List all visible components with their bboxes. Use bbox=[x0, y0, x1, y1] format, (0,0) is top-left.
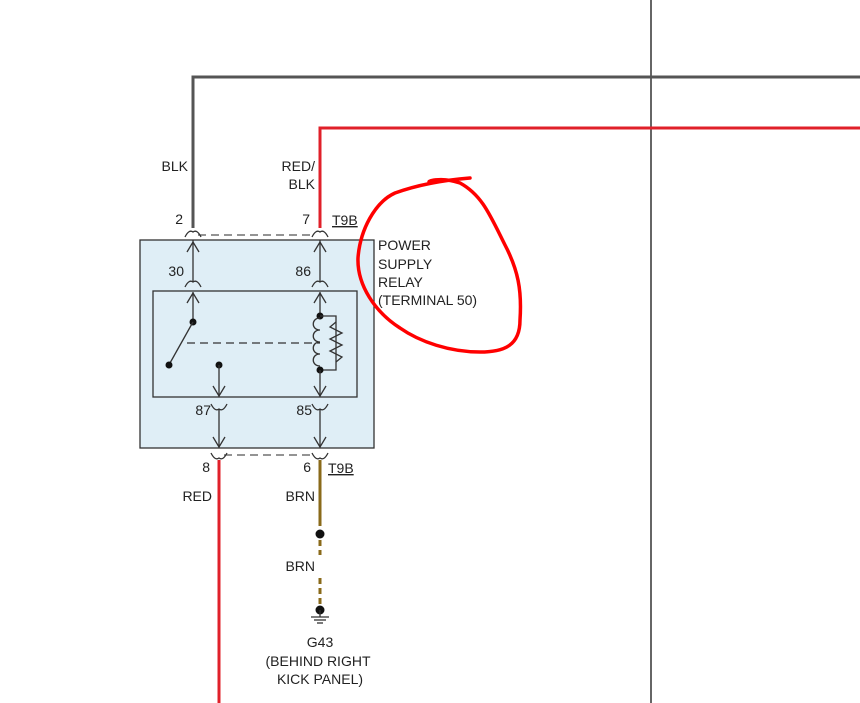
terminal-30-cap bbox=[184, 280, 202, 288]
pin-30-label: 30 bbox=[168, 263, 184, 279]
redblk-wire-label-1: RED/ bbox=[282, 158, 316, 174]
coil-winding bbox=[312, 317, 321, 367]
terminal-87-arrow-lower bbox=[212, 436, 226, 449]
terminal-86-arrow-top bbox=[313, 240, 327, 253]
ground-location-2: KICK PANEL) bbox=[277, 671, 363, 687]
brn-wire-label-lower: BRN bbox=[285, 558, 315, 574]
terminal-85-arrow-lower bbox=[313, 436, 327, 449]
bottom-connector-label: T9B bbox=[328, 460, 354, 476]
relay-title-1: POWER bbox=[378, 237, 431, 253]
ground-id-label: G43 bbox=[307, 634, 334, 650]
pin-2-cap bbox=[184, 230, 202, 238]
pin-6-label: 6 bbox=[303, 459, 311, 475]
blk-wire-label: BLK bbox=[162, 158, 189, 174]
terminal-87-arrow bbox=[212, 385, 226, 398]
top-connector-label: T9B bbox=[332, 212, 358, 228]
pin-8-label: 8 bbox=[202, 459, 210, 475]
blk-wire bbox=[191, 75, 860, 228]
red-wire-label: RED bbox=[182, 488, 212, 504]
pin-6-cap bbox=[311, 452, 329, 460]
relay-title-3: RELAY bbox=[378, 274, 424, 290]
pin-87-label: 87 bbox=[195, 402, 211, 418]
pin-7-label: 7 bbox=[302, 211, 310, 227]
terminal-30-arrow-inner bbox=[186, 291, 200, 304]
coil-resistor-zigzag bbox=[328, 321, 344, 363]
red-annotation-circle bbox=[356, 176, 523, 354]
switch-contact bbox=[165, 361, 173, 369]
relay-title-2: SUPPLY bbox=[378, 256, 433, 272]
ground-location-1: (BEHIND RIGHT bbox=[266, 653, 371, 669]
pin-2-label: 2 bbox=[175, 211, 183, 227]
terminal-30-arrow-top bbox=[186, 240, 200, 253]
relay-title-4: (TERMINAL 50) bbox=[378, 292, 477, 308]
coil-resistor-bracket bbox=[320, 315, 337, 371]
pin-86-label: 86 bbox=[295, 263, 311, 279]
redblk-wire-label-2: BLK bbox=[289, 176, 316, 192]
terminal-86-arrow-inner bbox=[313, 291, 327, 304]
brn-wire-label-upper: BRN bbox=[285, 488, 315, 504]
switch-blade bbox=[169, 321, 194, 364]
relay-inner-box bbox=[152, 290, 358, 398]
pin-8-cap bbox=[210, 452, 228, 460]
pin-85-label: 85 bbox=[296, 402, 312, 418]
brn-splice-node bbox=[315, 529, 325, 539]
terminal-85-arrow bbox=[313, 385, 327, 398]
red-blk-wire bbox=[318, 126, 860, 228]
terminal-86-cap bbox=[311, 280, 329, 288]
pin-7-cap bbox=[311, 230, 329, 238]
